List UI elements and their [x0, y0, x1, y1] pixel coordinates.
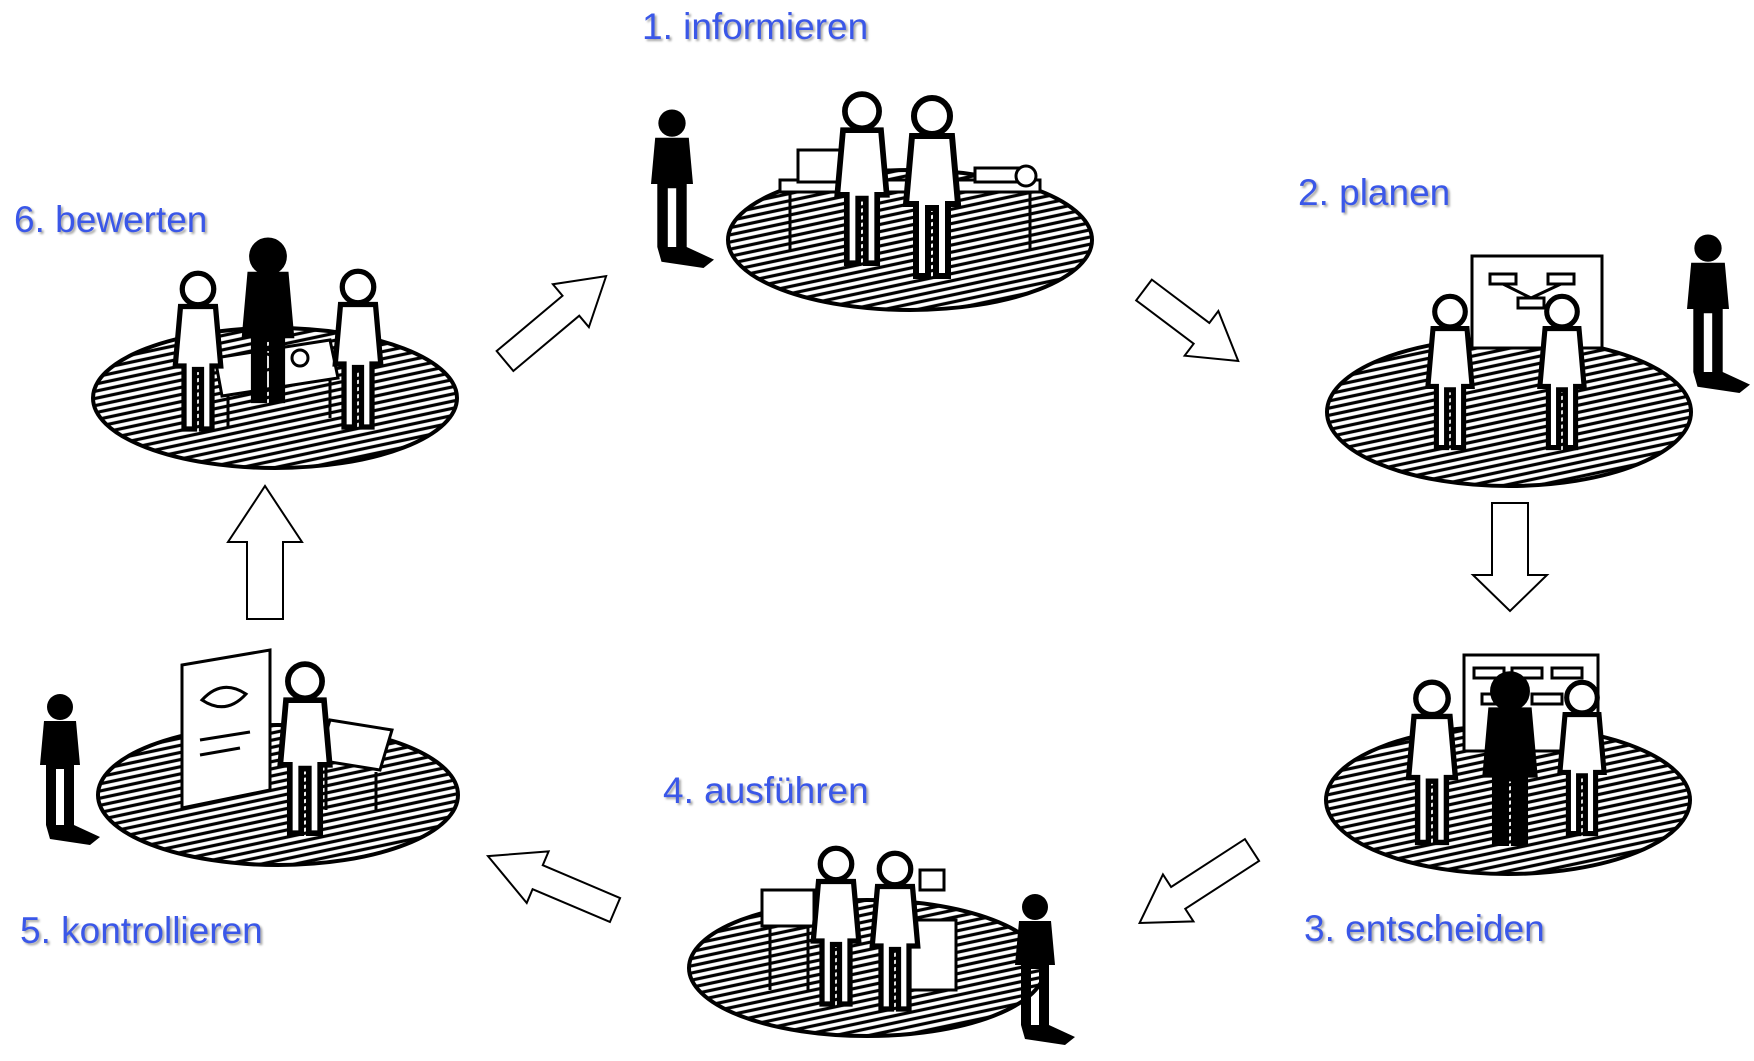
station-6-bewerten-illustration: [91, 240, 459, 470]
step-6-label: 6. bewerten: [14, 199, 208, 240]
platform: [96, 723, 460, 867]
planning-board-icon: [1470, 254, 1604, 350]
station-3-entscheiden-illustration: [1324, 653, 1692, 876]
inspection-board-icon: [180, 648, 394, 812]
arrow-4-to-5-icon: [485, 850, 622, 924]
observer-silhouette-icon: [651, 109, 714, 268]
arrow-2-to-3-icon: [1470, 502, 1550, 613]
cycle-arrows: [226, 274, 1550, 925]
platform: [1325, 336, 1693, 488]
worker-figures-icon: [175, 240, 381, 429]
arrow-3-to-4-icon: [1138, 837, 1261, 925]
step-5-label: 5. kontrollieren: [20, 910, 263, 951]
observer-silhouette-icon: [1687, 234, 1750, 393]
observer-silhouette-icon: [1015, 894, 1075, 1045]
platform: [687, 898, 1047, 1038]
arrow-6-to-1-icon: [495, 274, 608, 373]
step-3-label: 3. entscheiden: [1304, 908, 1545, 949]
step-2-label: 2. planen: [1298, 172, 1451, 213]
worker-figures-icon: [1409, 674, 1605, 843]
station-1-informieren-illustration: [651, 94, 1094, 312]
station-5-kontrollieren-illustration: [40, 648, 460, 867]
step-4-label: 4. ausführen: [663, 770, 869, 811]
arrow-1-to-2-icon: [1134, 278, 1240, 363]
observer-silhouette-icon: [40, 694, 100, 845]
station-2-planen-illustration: [1325, 234, 1750, 488]
station-4-ausfuehren-illustration: [687, 848, 1075, 1045]
arrow-5-to-6-icon: [226, 484, 304, 620]
step-1-label: 1. informieren: [642, 6, 869, 47]
